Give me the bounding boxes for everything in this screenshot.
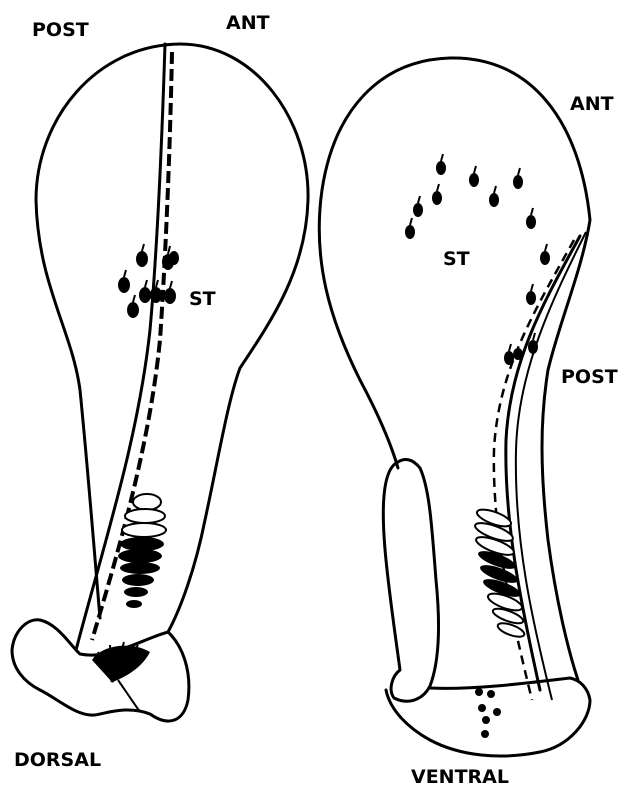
dorsal-ant-label: ANT [226, 12, 270, 34]
ventral-embryo [319, 58, 590, 756]
dorsal-tail-fan [92, 642, 150, 712]
ventral-st-cells [405, 154, 550, 365]
dorsal-bottom-label: DORSAL [14, 749, 101, 771]
ventral-bottom-label: VENTRAL [411, 766, 509, 788]
dorsal-tail-base [12, 620, 189, 721]
ventral-ant-label: ANT [570, 93, 614, 115]
dorsal-embryo [12, 44, 308, 721]
dorsal-post-label: POST [32, 19, 89, 41]
dorsal-st-label: ST [189, 288, 216, 310]
ventral-base-dots [475, 688, 501, 738]
ventral-left-bulge [383, 460, 438, 702]
dorsal-somites [118, 494, 166, 608]
ventral-st-label: ST [443, 248, 470, 270]
ventral-embryo-outline [319, 58, 590, 680]
ventral-post-label: POST [561, 366, 618, 388]
dorsal-st-cells [118, 244, 179, 318]
dorsal-embryo-outline [36, 44, 308, 632]
